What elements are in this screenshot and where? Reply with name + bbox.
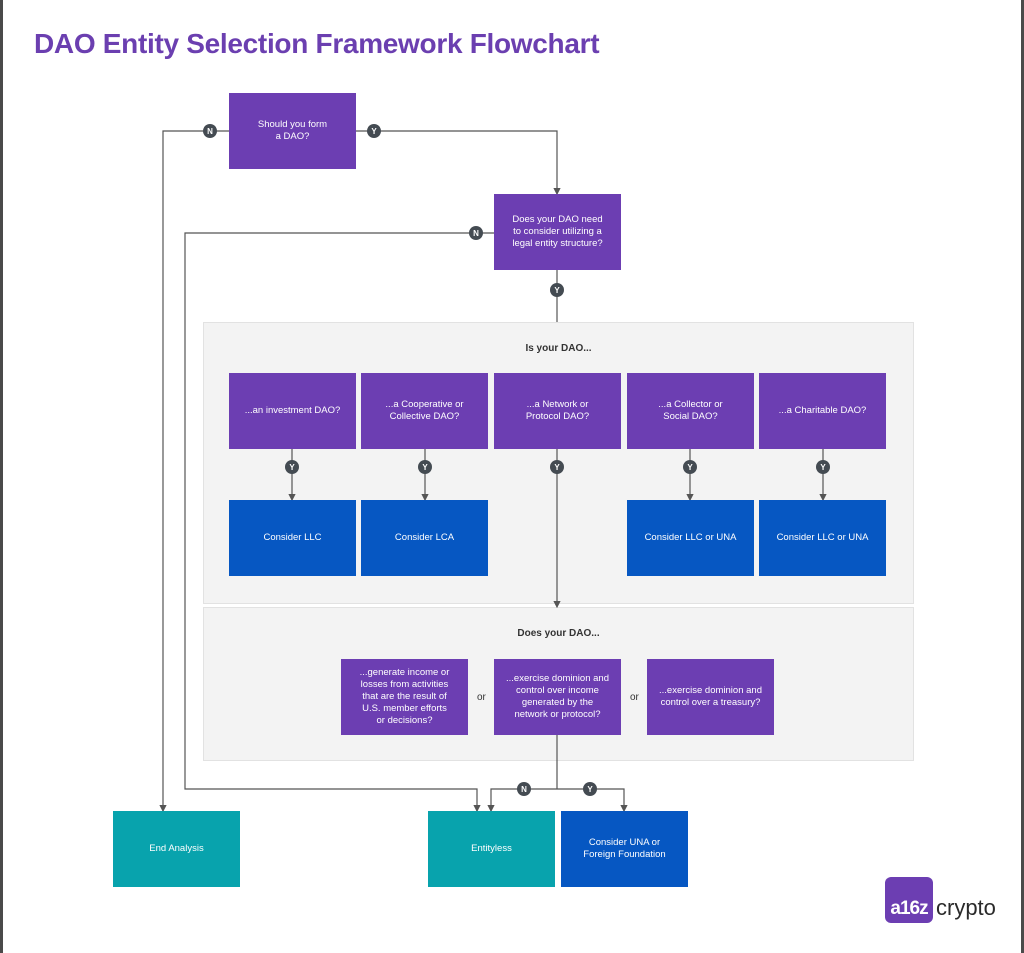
frame-border-right (1021, 0, 1024, 953)
badge-charitable-yes: Y (816, 460, 830, 474)
condition-treasury: ...exercise dominion and control over a … (647, 659, 774, 735)
or-label-2: or (630, 692, 639, 703)
condition-protocol-income: ...exercise dominion and control over in… (494, 659, 621, 735)
badge-q1-no: N (203, 124, 217, 138)
badge-conditions-yes: Y (583, 782, 597, 796)
badge-q2-no: N (469, 226, 483, 240)
dao-type-investment: ...an investment DAO? (229, 373, 356, 449)
frame-border-left (0, 0, 3, 953)
condition-us-member-income: ...generate income or losses from activi… (341, 659, 468, 735)
badge-collector-yes: Y (683, 460, 697, 474)
connector-conditions-yes (557, 788, 628, 813)
badge-q1-yes: Y (367, 124, 381, 138)
dao-type-collector: ...a Collector or Social DAO? (627, 373, 754, 449)
outcome-una-foundation: Consider UNA or Foreign Foundation (561, 811, 688, 887)
badge-cooperative-yes: Y (418, 460, 432, 474)
a16z-logo-mark: a16z (885, 877, 933, 923)
dao-type-network: ...a Network or Protocol DAO? (494, 373, 621, 449)
recommendation-llc: Consider LLC (229, 500, 356, 576)
decision-legal-entity: Does your DAO need to consider utilizing… (494, 194, 621, 270)
badge-investment-yes: Y (285, 460, 299, 474)
or-label-1: or (477, 692, 486, 703)
connector-q1-yes (356, 130, 561, 196)
connector-q2-no (184, 232, 494, 813)
dao-activity-panel-label: Does your DAO... (517, 628, 600, 639)
badge-network-yes: Y (550, 460, 564, 474)
decision-form-dao: Should you form a DAO? (229, 93, 356, 169)
recommendation-llc-una-charitable: Consider LLC or UNA (759, 500, 886, 576)
a16z-logo-text: crypto (936, 895, 996, 920)
recommendation-llc-una-collector: Consider LLC or UNA (627, 500, 754, 576)
page-title: DAO Entity Selection Framework Flowchart (34, 28, 600, 59)
dao-type-cooperative: ...a Cooperative or Collective DAO? (361, 373, 488, 449)
a16z-crypto-logo: a16z crypto (885, 877, 996, 923)
dao-type-charitable: ...a Charitable DAO? (759, 373, 886, 449)
badge-q2-yes: Y (550, 283, 564, 297)
recommendation-lca: Consider LCA (361, 500, 488, 576)
connector-conditions-no (487, 788, 557, 813)
outcome-end-analysis: End Analysis (113, 811, 240, 887)
badge-conditions-no: N (517, 782, 531, 796)
outcome-entityless: Entityless (428, 811, 555, 887)
dao-type-panel-label: Is your DAO... (525, 343, 592, 354)
